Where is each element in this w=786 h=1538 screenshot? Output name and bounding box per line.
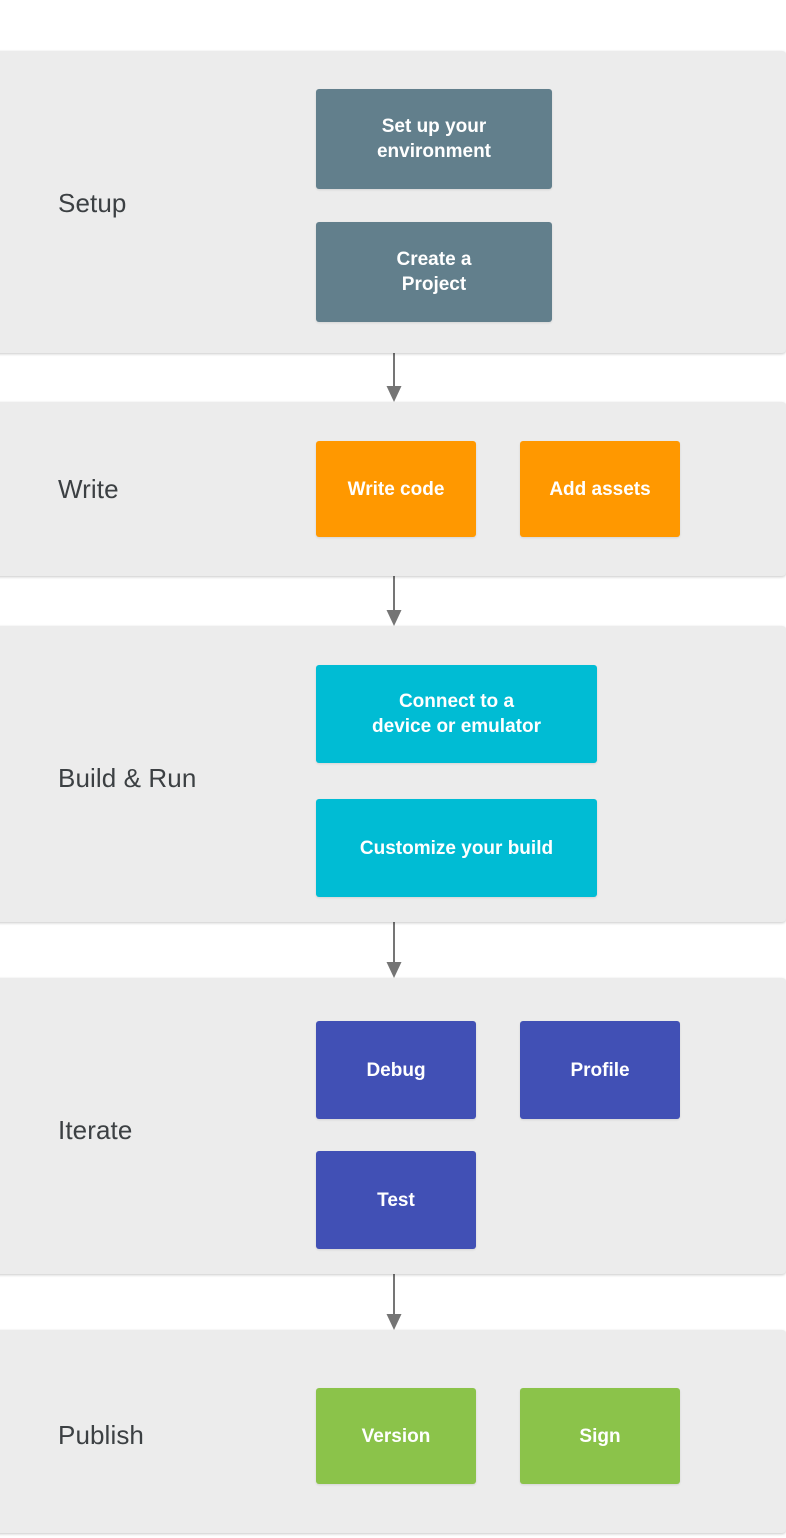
section-label-publish: Publish	[58, 1420, 144, 1450]
arrow-build-run-to-iterate	[382, 922, 406, 978]
section-label-setup: Setup	[58, 188, 127, 218]
node-label: Customize your build	[359, 837, 554, 859]
node-label: Sign	[579, 1425, 621, 1447]
node-debug[interactable]: Debug	[316, 1021, 476, 1119]
node-label: Version	[361, 1425, 431, 1447]
arrow-iterate-to-publish	[382, 1274, 406, 1330]
node-label: Write code	[347, 478, 445, 500]
node-label: Test	[377, 1189, 415, 1211]
node-write-code[interactable]: Write code	[316, 441, 476, 537]
node-sign[interactable]: Sign	[520, 1388, 680, 1484]
node-label: Profile	[570, 1059, 630, 1081]
node-version[interactable]: Version	[316, 1388, 476, 1484]
section-label-write: Write	[58, 474, 119, 504]
node-test[interactable]: Test	[316, 1151, 476, 1249]
node-add-assets[interactable]: Add assets	[520, 441, 680, 537]
node-label: Add assets	[549, 478, 651, 500]
arrow-write-to-build-run	[382, 576, 406, 626]
node-label: Debug	[366, 1059, 426, 1081]
section-label-iterate: Iterate	[58, 1115, 133, 1145]
node-profile[interactable]: Profile	[520, 1021, 680, 1119]
section-label-build-run: Build & Run	[58, 763, 197, 793]
node-customize-your-build[interactable]: Customize your build	[316, 799, 597, 897]
arrow-setup-to-write	[382, 353, 406, 402]
